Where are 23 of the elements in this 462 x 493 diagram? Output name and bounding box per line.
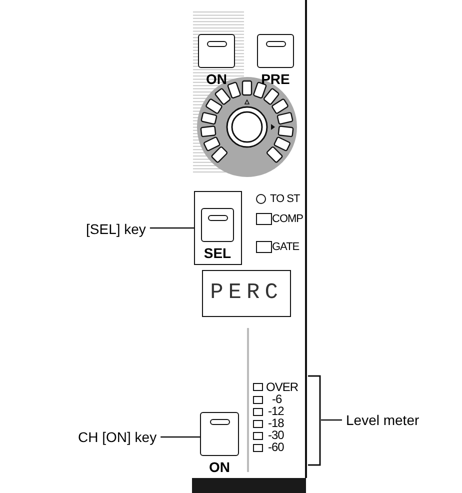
display-panel bbox=[202, 270, 291, 317]
display-text: PERC bbox=[209, 281, 284, 305]
meter-scale-label: -12 bbox=[268, 406, 284, 417]
bracket bbox=[307, 375, 321, 466]
key-label: ON bbox=[205, 72, 228, 86]
key-label: PRE bbox=[260, 72, 291, 86]
meter-scale-label: -18 bbox=[268, 418, 284, 429]
callout-label: CH [ON] key bbox=[78, 429, 157, 445]
indicator-label: GATE bbox=[272, 242, 300, 253]
key-frame bbox=[194, 191, 242, 265]
leader-line bbox=[160, 436, 200, 438]
indicator-label: TO ST bbox=[270, 194, 300, 205]
leader-line bbox=[150, 227, 194, 229]
meter-scale-label: -30 bbox=[268, 430, 284, 441]
leader-line bbox=[321, 419, 342, 421]
callout-label: [SEL] key bbox=[86, 221, 146, 237]
meter-scale-label: OVER bbox=[266, 382, 298, 393]
meter-scale-label: -6 bbox=[272, 394, 282, 405]
indicator-label: COMP bbox=[272, 214, 303, 225]
callout-label: Level meter bbox=[346, 412, 420, 428]
key-label: SEL bbox=[202, 246, 232, 260]
meter-scale-label: -60 bbox=[268, 442, 284, 453]
key-label: ON bbox=[208, 460, 231, 474]
